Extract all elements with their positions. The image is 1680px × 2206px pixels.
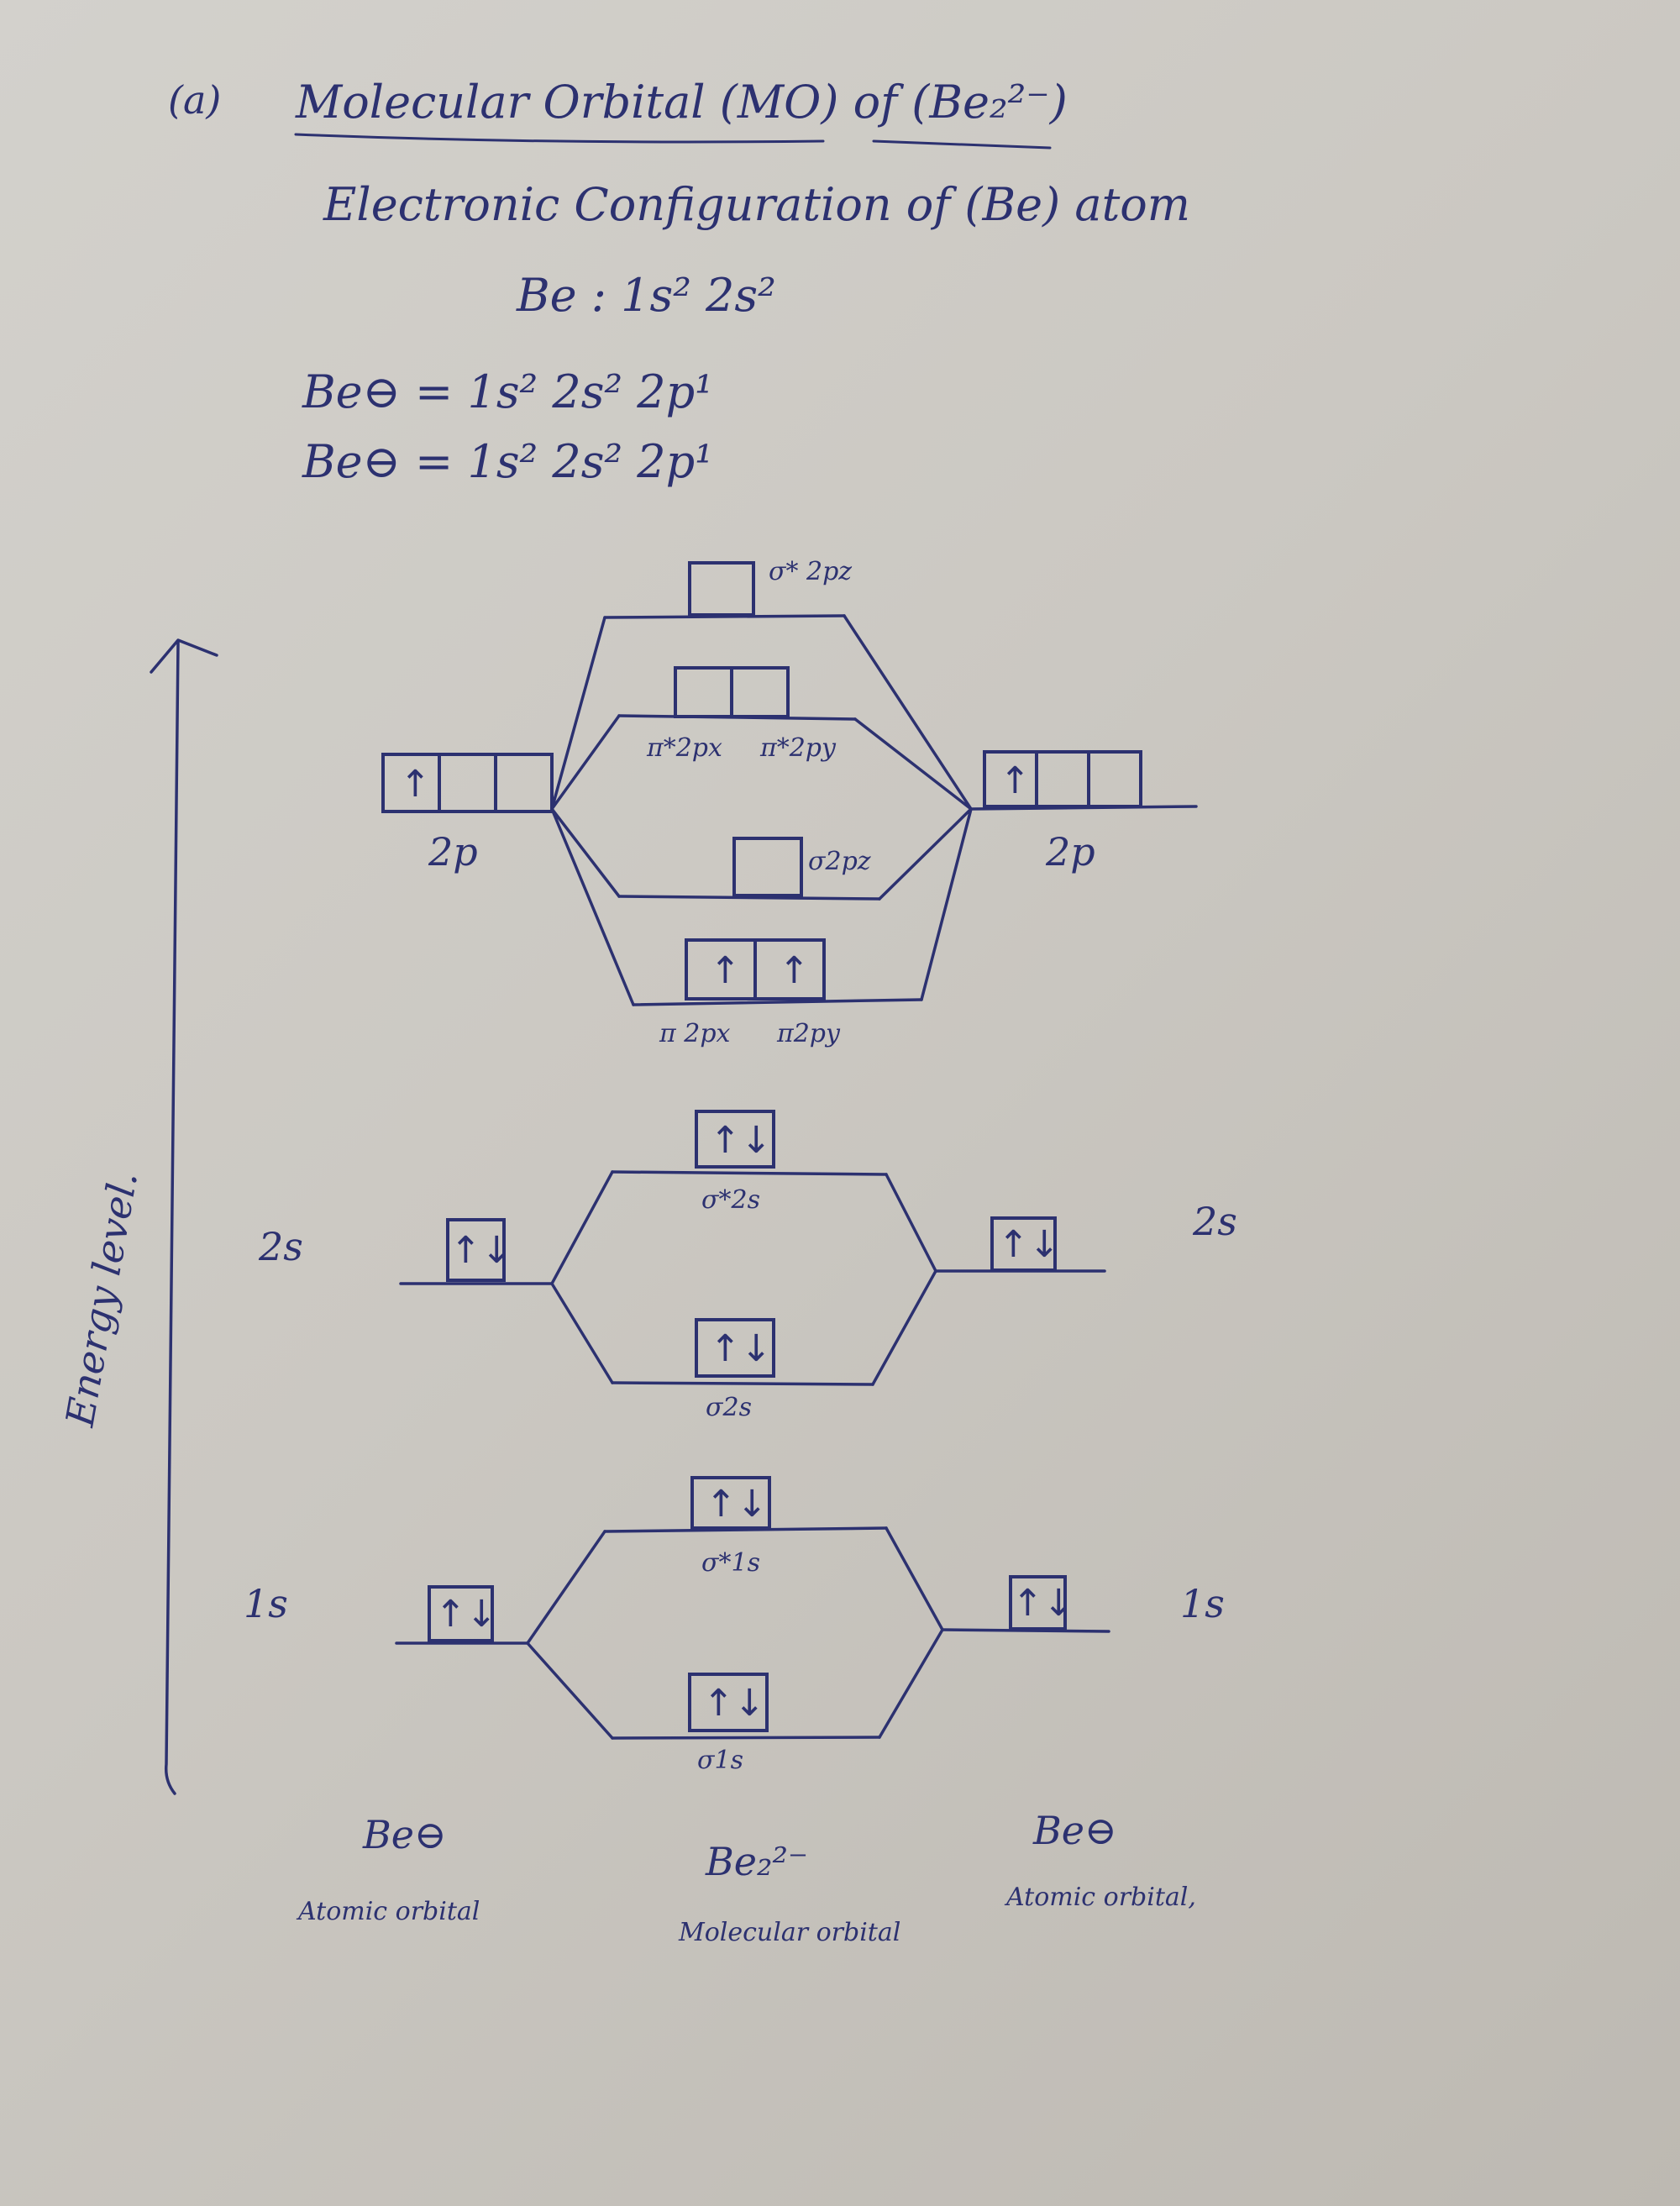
right-1s-label: 1s bbox=[1180, 1581, 1225, 1626]
pi-2px-label: π 2px bbox=[659, 1019, 731, 1048]
sigma-star-2s-level bbox=[611, 1170, 888, 1176]
pi-star-2py-label: π*2py bbox=[759, 733, 837, 763]
pi-2py-electrons: ↑ bbox=[779, 949, 810, 992]
sigma-2pz-level bbox=[617, 895, 881, 901]
sigma-2s-box bbox=[695, 1318, 775, 1378]
sigma-star-1s-box bbox=[690, 1476, 771, 1530]
left-1s-box bbox=[428, 1585, 494, 1642]
pi-2px-electrons: ↑ bbox=[710, 949, 741, 992]
sigma-1s-box bbox=[688, 1673, 769, 1732]
pi-2py-box bbox=[753, 938, 826, 1001]
left-2s-box bbox=[446, 1218, 506, 1282]
left-2p-label: 2p bbox=[428, 829, 478, 875]
molecule-caption: Molecular orbital bbox=[678, 1918, 900, 1947]
sigma-star-2pz-label: σ* 2pz bbox=[769, 557, 852, 586]
left-2s-electrons: ↑↓ bbox=[450, 1229, 512, 1272]
be-anion-config-1: Be⊖ = 1s² 2s² 2p¹ bbox=[302, 365, 713, 418]
sigma-2pz-label: σ2pz bbox=[808, 847, 871, 876]
pi-star-2px-label: π*2px bbox=[646, 733, 722, 763]
molecule-species-label: Be₂²⁻ bbox=[705, 1839, 808, 1884]
sigma-2pz-box bbox=[732, 837, 803, 897]
sigma-star-1s-label: σ*1s bbox=[701, 1548, 760, 1578]
sigma-star-2s-label: σ*2s bbox=[701, 1185, 760, 1215]
sigma-star-2s-box bbox=[695, 1110, 775, 1169]
sigma-star-2pz-box bbox=[688, 561, 755, 617]
sigma-star-2pz-level bbox=[603, 614, 846, 619]
right-caption: Atomic orbital, bbox=[1004, 1883, 1196, 1912]
pi-level bbox=[632, 998, 923, 1006]
right-2p-orbitals: ↑ bbox=[983, 750, 1142, 808]
sigma-2s-label: σ2s bbox=[706, 1393, 752, 1422]
sigma-2s-level bbox=[611, 1381, 874, 1386]
right-1s-box bbox=[1009, 1575, 1067, 1631]
sigma-star-1s-level bbox=[603, 1526, 888, 1533]
left-caption: Atomic orbital bbox=[296, 1897, 480, 1926]
2p-correlation-lines bbox=[550, 614, 973, 1006]
1s-correlation-lines bbox=[526, 1526, 944, 1740]
be-anion-config-2: Be⊖ = 1s² 2s² 2p¹ bbox=[302, 435, 713, 488]
part-label: (a) bbox=[168, 77, 221, 123]
energy-axis-line bbox=[164, 641, 180, 1795]
svg-text:↑: ↑ bbox=[1000, 759, 1031, 802]
left-2s-label: 2s bbox=[258, 1224, 303, 1269]
right-2p-label: 2p bbox=[1045, 829, 1095, 875]
sigma-1s-level bbox=[611, 1736, 881, 1740]
pi-star-level bbox=[617, 714, 857, 721]
subtitle: Electronic Configuration of (Be) atom bbox=[323, 178, 1190, 231]
pi-star-2py-box bbox=[730, 666, 790, 718]
right-2s-electrons: ↑↓ bbox=[998, 1223, 1060, 1266]
left-1s-label: 1s bbox=[244, 1581, 288, 1626]
right-2s-label: 2s bbox=[1192, 1199, 1237, 1244]
sigma-star-2s-electrons: ↑↓ bbox=[710, 1119, 772, 1162]
be-config: Be : 1s² 2s² bbox=[516, 269, 776, 322]
sigma-2s-electrons: ↑↓ bbox=[710, 1327, 772, 1370]
left-species-label: Be⊖ bbox=[362, 1812, 447, 1857]
page-title: Molecular Orbital (MO) of (Be₂²⁻) bbox=[295, 76, 1068, 129]
energy-axis-label: Energy level. bbox=[56, 1168, 146, 1431]
left-1s-electrons: ↑↓ bbox=[435, 1593, 497, 1636]
right-species-label: Be⊖ bbox=[1032, 1808, 1117, 1853]
energy-axis-arrowhead-icon bbox=[150, 638, 218, 674]
pi-star-2px-box bbox=[674, 666, 733, 718]
pi-2py-label: π2py bbox=[776, 1019, 841, 1048]
title-underline bbox=[294, 133, 1052, 150]
right-1s-electrons: ↑↓ bbox=[1012, 1582, 1074, 1625]
right-2s-box bbox=[990, 1216, 1057, 1272]
svg-text:↑: ↑ bbox=[400, 763, 431, 806]
sigma-1s-label: σ1s bbox=[697, 1746, 743, 1775]
left-2p-orbitals: ↑ bbox=[381, 753, 554, 813]
sigma-star-1s-electrons: ↑↓ bbox=[706, 1483, 768, 1526]
2s-correlation-lines bbox=[550, 1170, 937, 1386]
sigma-1s-electrons: ↑↓ bbox=[703, 1682, 765, 1725]
